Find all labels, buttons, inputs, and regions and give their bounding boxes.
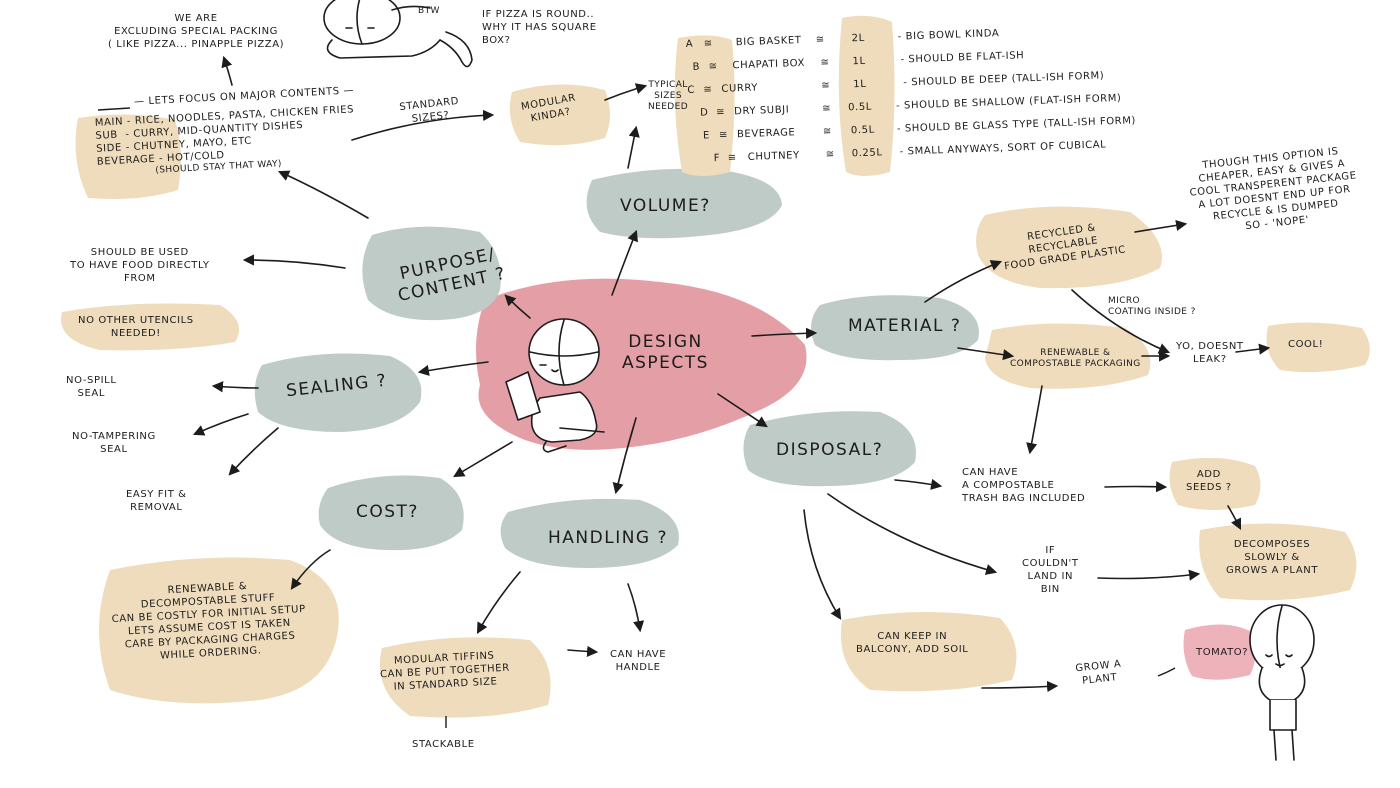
size-volume: 2L [851, 32, 865, 45]
handling-modular-tiffins: Modular tiffins can be put together in s… [379, 649, 511, 695]
material-micro-coating: Micro coating inside ? [1108, 296, 1196, 318]
handling-handle: Can have handle [610, 648, 666, 674]
approx-symbol: ≅ [703, 83, 712, 96]
approx-symbol: ≅ [816, 33, 825, 46]
size-volume: 1L [853, 78, 867, 91]
typical-sizes-label: Typical sizes needed [648, 80, 688, 113]
standing-character-icon [1250, 605, 1314, 760]
material-leak: Yo, doesnt leak? [1176, 340, 1244, 366]
node-cost: Cost? [356, 502, 419, 523]
size-item: Chapati Box [732, 57, 805, 73]
lying-character-icon [324, 0, 472, 67]
size-volume: 0.5L [848, 101, 872, 115]
excluding-note: We are Excluding special packing ( like … [108, 12, 284, 51]
material-cool: Cool! [1288, 338, 1323, 351]
size-letter: F [714, 152, 721, 165]
disposal-grow-plant: Grow a plant [1075, 658, 1124, 689]
size-letter: A [686, 38, 694, 51]
purpose-note: Should be used to have food directly fro… [70, 246, 210, 285]
no-utensils-note: No other utencils needed! [78, 314, 194, 340]
approx-symbol: ≅ [822, 102, 831, 115]
btw-label: BTW [418, 6, 440, 17]
handling-stackable: Stackable [412, 738, 475, 751]
approx-symbol: ≅ [708, 60, 717, 73]
approx-symbol: ≅ [820, 56, 829, 69]
size-letter: B [692, 61, 700, 74]
disposal-trash-bag: Can have a compostable trash bag include… [962, 466, 1085, 505]
disposal-tomato: Tomato? [1196, 646, 1248, 659]
size-volume: 0.5L [851, 123, 875, 137]
approx-symbol: ≅ [704, 37, 713, 50]
disposal-seeds: Add seeds ? [1186, 468, 1232, 494]
size-item: Dry Subji [734, 103, 790, 118]
size-item: Curry [721, 82, 758, 96]
size-volume: 1L [852, 55, 866, 68]
pizza-note: If pizza is round.. Why it has square bo… [482, 8, 597, 47]
material-renewable: Renewable & compostable packaging [1010, 348, 1141, 370]
sealing-no-spill: No-spill seal [66, 374, 117, 400]
node-volume: Volume? [620, 196, 711, 217]
approx-symbol: ≅ [728, 151, 737, 164]
size-item: Big Basket [736, 34, 802, 49]
disposal-decomposes: Decomposes slowly & grows a plant [1226, 538, 1318, 577]
node-disposal: Disposal? [776, 440, 883, 461]
size-volume: 0.25L [852, 146, 883, 160]
size-letter: D [700, 106, 709, 119]
approx-symbol: ≅ [826, 148, 835, 161]
size-letter: C [687, 84, 695, 97]
size-item: Beverage [737, 126, 796, 141]
approx-symbol: ≅ [823, 125, 832, 138]
node-material: Material ? [848, 316, 961, 337]
disposal-balcony: Can keep in balcony, add soil [856, 630, 968, 656]
sealing-easy-fit: Easy fit & removal [126, 488, 187, 514]
sealing-no-tampering: No-tampering seal [72, 430, 156, 456]
size-letter: E [703, 129, 710, 142]
thinking-character-icon [506, 319, 604, 452]
disposal-couldnt-land: If couldn't land in bin [1022, 544, 1079, 596]
center-node-label: Design Aspects [622, 332, 709, 374]
size-item: Chutney [748, 149, 800, 164]
node-handling: Handling ? [548, 528, 668, 549]
approx-symbol: ≅ [716, 106, 725, 119]
approx-symbol: ≅ [821, 79, 830, 92]
cost-note: Renewable & Decompostable stuff can be c… [110, 577, 308, 665]
approx-symbol: ≅ [719, 129, 728, 142]
